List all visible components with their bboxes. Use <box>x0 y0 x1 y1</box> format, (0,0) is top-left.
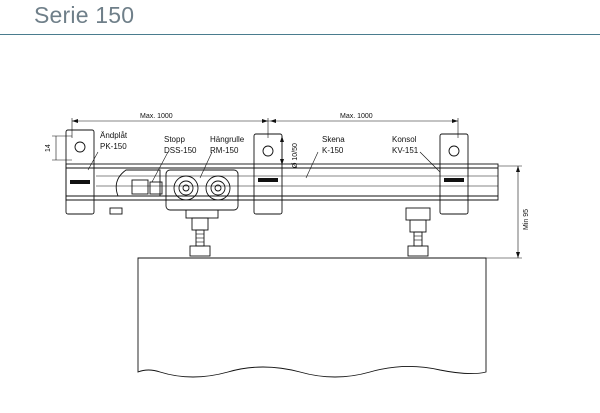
svg-text:DSS-150: DSS-150 <box>164 146 197 155</box>
dim-hole-label: Ø 10/50 <box>292 143 299 168</box>
svg-text:Stopp: Stopp <box>164 135 185 144</box>
label-bracket: Konsol KV-151 <box>392 135 419 155</box>
label-stopper: Stopp DSS-150 <box>164 135 197 155</box>
page-title: Serie 150 <box>34 2 135 28</box>
end-plate-pk150 <box>65 129 95 215</box>
hanger-bolt-left <box>189 217 211 257</box>
dim-max-right-label: Max. 1000 <box>340 113 373 120</box>
svg-text:KV-151: KV-151 <box>392 146 419 155</box>
title-divider <box>0 34 600 35</box>
dimension-min-95: Min 95 <box>486 165 530 259</box>
stopper-dss150 <box>109 169 163 215</box>
dim-min-95-label: Min 95 <box>523 209 530 230</box>
svg-text:Konsol: Konsol <box>392 135 417 144</box>
middle-bracket <box>253 133 283 215</box>
trolley-rm150 <box>165 169 239 219</box>
svg-text:RM-150: RM-150 <box>210 146 239 155</box>
hanger-bolt-right <box>405 207 431 257</box>
label-rail: Skena K-150 <box>322 135 345 155</box>
dimension-max-right: Max. 1000 <box>268 113 459 138</box>
dimension-max-left: Max. 1000 <box>71 113 269 138</box>
label-end-plate: Ändplåt PK-150 <box>100 131 128 151</box>
label-trolley: Hängrulle RM-150 <box>210 135 245 155</box>
door-panel <box>137 257 487 378</box>
dimension-hole: Ø 10/50 <box>280 136 299 168</box>
svg-text:K-150: K-150 <box>322 146 344 155</box>
svg-text:Hängrulle: Hängrulle <box>210 135 245 144</box>
svg-text:Ändplåt: Ändplåt <box>100 131 128 140</box>
svg-text:PK-150: PK-150 <box>100 142 127 151</box>
bracket-kv151 <box>439 133 469 215</box>
dim-max-left-label: Max. 1000 <box>140 113 173 120</box>
dim-14-label: 14 <box>45 144 52 152</box>
dimension-14: 14 <box>45 135 72 161</box>
svg-text:Skena: Skena <box>322 135 345 144</box>
